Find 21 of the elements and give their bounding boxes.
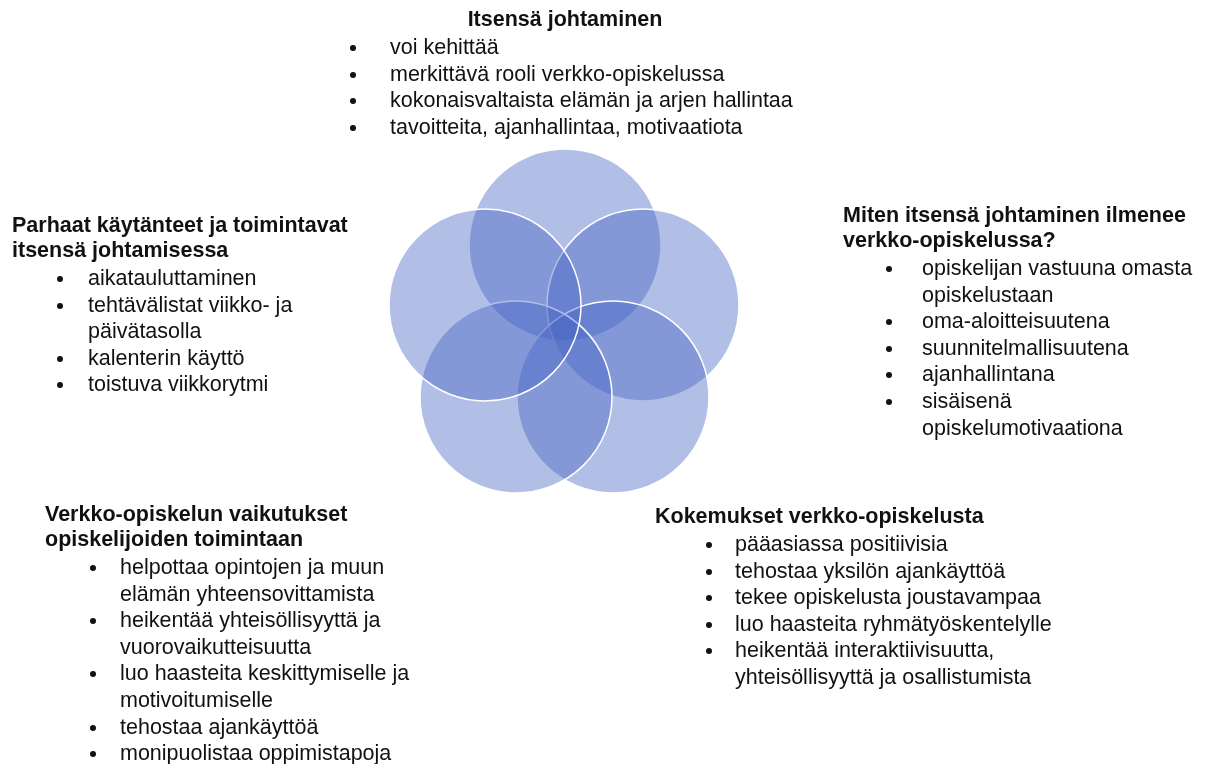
section-heading: Kokemukset verkko-opiskelusta [655,504,985,529]
list-item-text: voi kehittää [390,34,500,61]
list-item-text: monipuolistaa oppimistapoja [120,740,393,764]
list-item-text: kokonaisvaltaista elämän ja arjen hallintaa [390,87,794,114]
list-item-text: tehostaa yksilön ajankäyttöä [735,557,1007,585]
list-item-text: pääasiassa positiivisia [735,531,949,558]
list-item-text: ajanhallintana [922,361,1056,388]
list-item-text: oma-aloitteisuutena [922,308,1111,335]
list-item-text: heikentää interaktiivisuutta, yhteisöllisyyttä ja osallistumista [735,637,1033,691]
section-heading: Miten itsensä johtaminen ilmenee verkko-opiskelussa? [843,203,1187,253]
list-item-text: tehostaa ajankäyttöä [120,713,320,741]
list-item-text: toistuva viikkorytmi [88,371,270,398]
list-item-text: tekee opiskelusta joustavampaa [735,584,1042,611]
list-item-text: suunnitelmallisuutena [922,334,1130,362]
list-item-text: aikatauluttaminen [88,265,258,292]
list-item-text: luo haasteita ryhmätyöskentelylle [735,610,1053,638]
list-item-text: sisäisenä opiskelumotivaationa [922,387,1124,442]
section-heading: Itsensä johtaminen [466,7,664,32]
list-item-text: kalenterin käyttö [88,344,246,372]
list-item-text: merkittävä rooli verkko-opiskelussa [390,60,726,88]
list-item-text: tavoitteita, ajanhallintaa, motivaatiota [390,113,744,141]
